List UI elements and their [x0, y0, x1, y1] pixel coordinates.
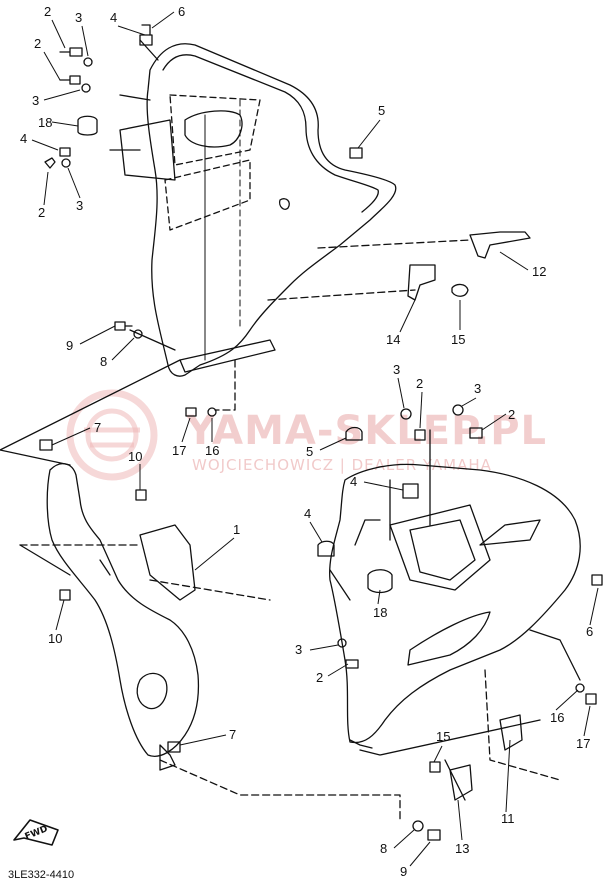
callout-label: 17 [576, 736, 590, 751]
callout-label: 11 [501, 811, 515, 826]
callout-label: 8 [100, 354, 107, 369]
callout-label: 15 [436, 729, 450, 744]
callout-label: 13 [455, 841, 469, 856]
callout-label: 14 [386, 332, 400, 347]
callout-label: 9 [400, 864, 407, 879]
inner-panel-lower-left [46, 463, 200, 771]
callout-label: 18 [38, 115, 52, 130]
callout-label: 15 [451, 332, 465, 347]
watermark-subtitle: WOJCIECHOWICZ | DEALER YAMAHA [192, 456, 492, 474]
callout-label: 1 [233, 522, 240, 537]
callout-label: 2 [34, 36, 41, 51]
callout-label: 6 [178, 4, 185, 19]
callout-label: 2 [38, 205, 45, 220]
callout-label: 12 [532, 264, 546, 279]
callout-labels: 2 3 4 6 2 3 18 4 2 3 5 12 14 15 9 8 17 1… [20, 4, 593, 879]
callout-label: 3 [393, 362, 400, 377]
callout-label: 7 [229, 727, 236, 742]
diagram-code: 3LE332-4410 [8, 869, 74, 881]
callout-label: 16 [550, 710, 564, 725]
callout-label: 3 [76, 198, 83, 213]
callout-label: 3 [295, 642, 302, 657]
callout-label: 2 [508, 407, 515, 422]
side-cowling-lower [329, 463, 581, 749]
fwd-label: FWD [24, 824, 50, 842]
callout-label: 2 [316, 670, 323, 685]
callout-label: 3 [474, 381, 481, 396]
callout-label: 6 [586, 624, 593, 639]
callout-label: 3 [32, 93, 39, 108]
callout-leaders [31, 11, 599, 867]
callout-label: 9 [66, 338, 73, 353]
callout-label: 8 [380, 841, 387, 856]
callout-label: 4 [304, 506, 311, 521]
leader-lines [0, 39, 581, 821]
callout-label: 10 [48, 631, 62, 646]
fwd-arrow-icon [13, 819, 59, 846]
callout-label: 5 [378, 103, 385, 118]
callout-label: 4 [350, 474, 357, 489]
fasteners [39, 24, 603, 841]
callout-label: 2 [44, 4, 51, 19]
callout-label: 16 [205, 443, 219, 458]
watermark-title: YAMA-SKLEP.PL [185, 408, 547, 454]
callout-label: 18 [373, 605, 387, 620]
inner-panel-upper [119, 43, 397, 377]
callout-label: 7 [94, 420, 101, 435]
callout-label: 4 [110, 10, 117, 25]
callout-label: 4 [20, 131, 27, 146]
callout-label: 2 [416, 376, 423, 391]
watermark: YAMA-SKLEP.PL WOJCIECHOWICZ | DEALER YAM… [66, 389, 547, 481]
callout-label: 10 [128, 449, 142, 464]
callout-label: 17 [172, 443, 186, 458]
callout-label: 3 [75, 10, 82, 25]
callout-label: 5 [306, 444, 313, 459]
